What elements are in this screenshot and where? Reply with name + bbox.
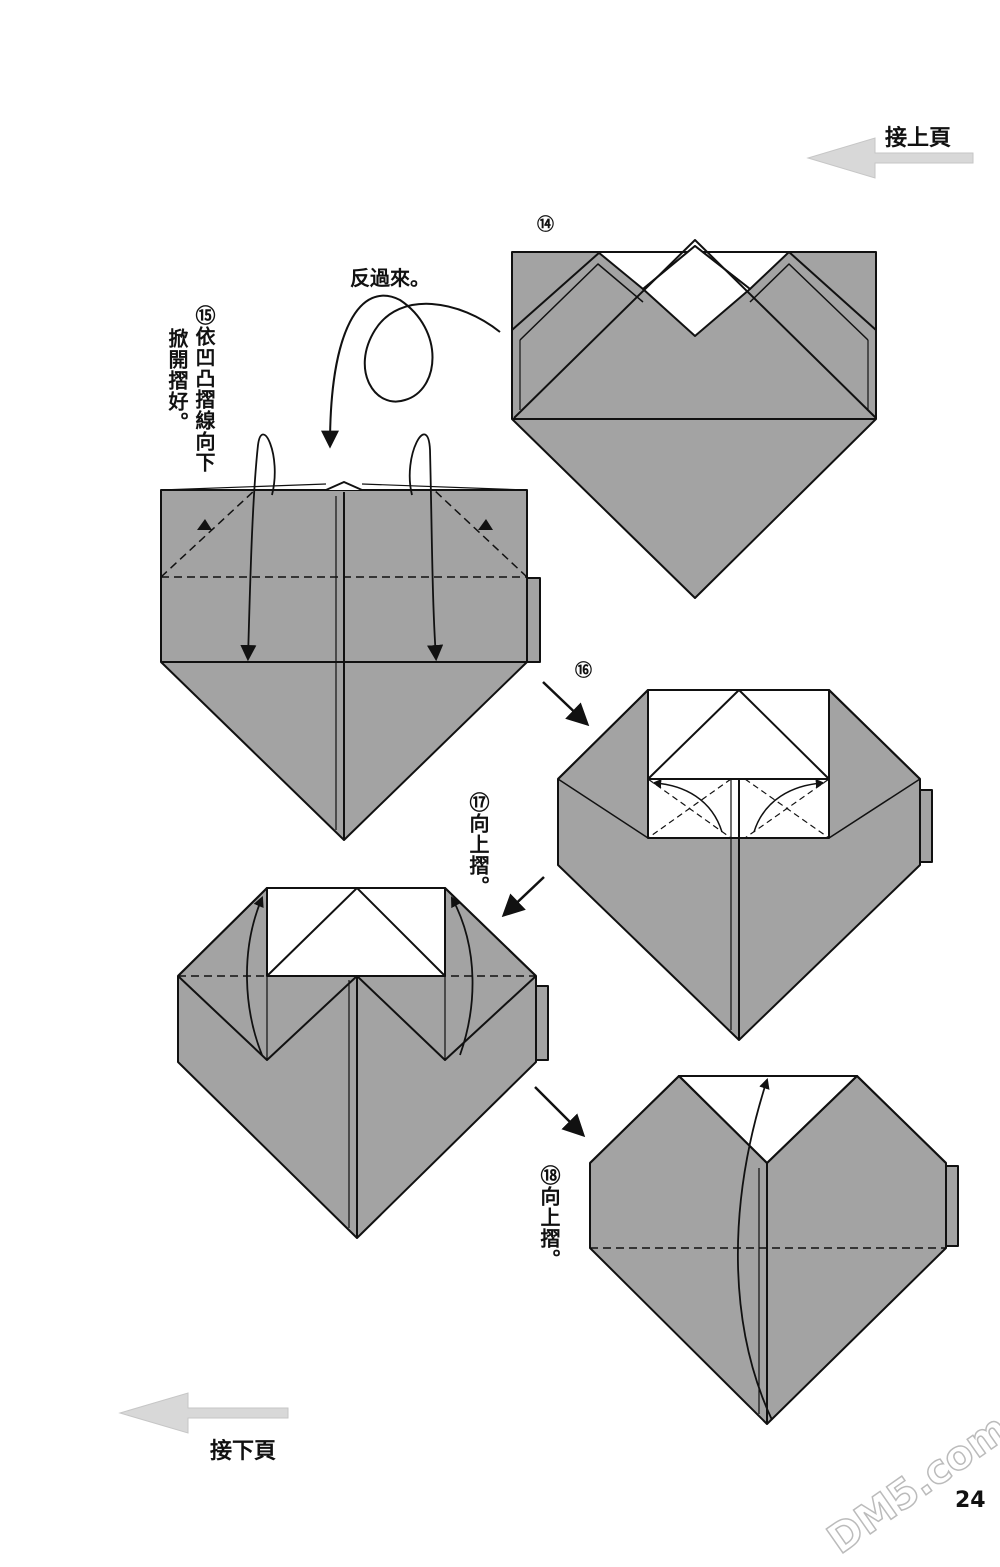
step-14-number: ⑭ [537,215,554,235]
svg-text:DM5.com: DM5.com [819,1406,1000,1564]
step-18-number: ⑱ [537,1165,561,1186]
next-page-label[interactable]: 接下頁 [210,1439,277,1464]
next-page-arrow[interactable] [118,1392,289,1434]
step-15-diagram [160,433,541,841]
step-17-instruction: ⑰向上摺。 [466,792,490,897]
turn-over-arrow [321,294,501,449]
step-16-to-17-arrow [501,876,545,918]
prev-page-label[interactable]: 接上頁 [885,126,952,151]
step-15-number: ⑮ [192,305,216,326]
step-18-instruction: ⑱向上摺。 [537,1165,561,1270]
step-15-instruction-line1: ⑮依凹凸摺線向下 [192,305,216,473]
step-16-number: ⑯ [575,661,592,681]
step-18-text: 向上摺。 [537,1186,561,1270]
step-18-diagram [589,1075,959,1425]
prev-page-arrow[interactable] [806,137,974,179]
page-number: 24 [955,1488,986,1513]
step-14-diagram [511,239,877,599]
step-15-text-1: 依凹凸摺線向下 [192,326,216,473]
step-17-number: ⑰ [466,792,490,813]
step-17-diagram [177,887,549,1239]
step-16-diagram [557,689,933,1041]
step-15-instruction-line2: 掀開摺好。 [165,328,189,433]
step-17-to-18-arrow [534,1086,586,1138]
dm5-watermark: DM5.com [819,1405,1000,1564]
step-17-text: 向上摺。 [466,813,490,897]
turn-over-label: 反過來。 [350,266,430,290]
step-15-to-16-arrow [542,681,590,727]
